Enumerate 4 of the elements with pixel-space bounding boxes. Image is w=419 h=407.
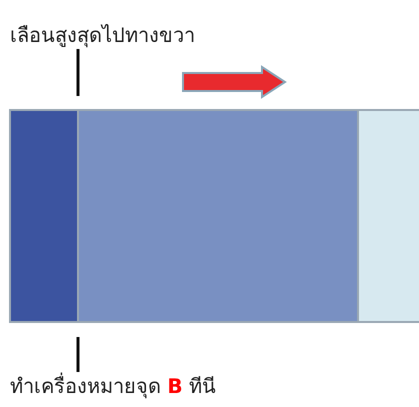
callout-text: เลือนสูงสุดไปทางขวา [10,21,195,49]
leader-line [76,337,80,372]
leader-line [76,49,80,96]
callout-text: ทำเครื่องหมายจุด B ทีนี [10,372,216,400]
